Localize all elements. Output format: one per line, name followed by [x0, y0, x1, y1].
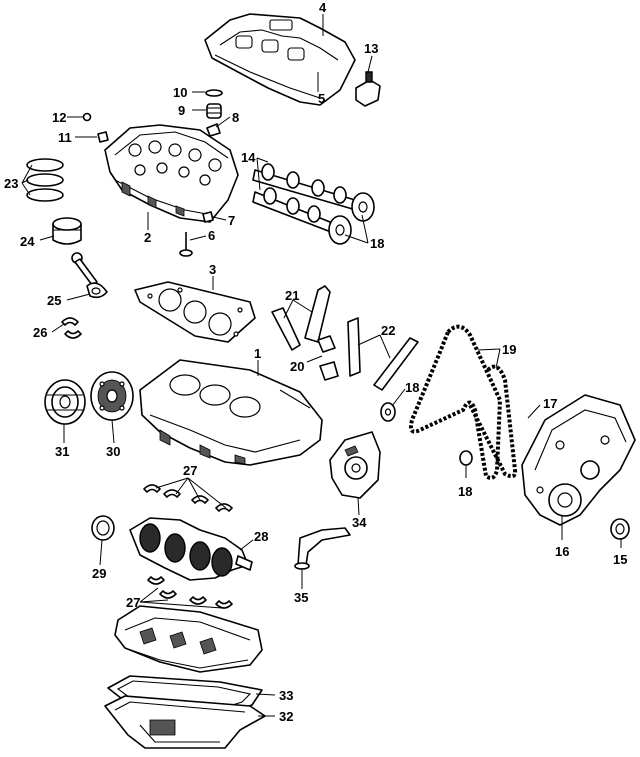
callout-33: 33: [279, 688, 293, 703]
rod-bearings: [61, 317, 82, 339]
callout-5: 5: [318, 91, 325, 106]
callout-9: 9: [178, 103, 185, 118]
engine-block: [139, 359, 323, 466]
piston: [52, 217, 82, 245]
valve: [179, 232, 193, 257]
callout-23: 23: [4, 176, 18, 191]
callout-2: 2: [144, 230, 151, 245]
callout-25: 25: [47, 293, 61, 308]
main-bearings-upper: [143, 484, 233, 512]
valve-small-parts: [205, 89, 223, 137]
valve-cover: [204, 13, 356, 106]
camshafts: [252, 163, 375, 245]
timing-cover: [521, 394, 636, 526]
callout-31: 31: [55, 444, 69, 459]
piston-rings: [26, 158, 64, 202]
connecting-rod: [71, 252, 108, 299]
callout-15: 15: [613, 552, 627, 567]
rear-seal: [91, 515, 115, 541]
front-seal: [610, 518, 630, 540]
callout-4: 4: [319, 0, 327, 15]
callout-17: 17: [543, 396, 557, 411]
cylinder-head: [104, 124, 239, 223]
main-bearings-lower: [147, 576, 233, 609]
oil-pickup: [294, 527, 351, 570]
callout-26: 26: [33, 325, 47, 340]
callout-10: 10: [173, 85, 187, 100]
callout-35: 35: [294, 590, 308, 605]
callout-18-mid: 18: [405, 380, 419, 395]
timing-chains: [409, 324, 518, 480]
callout-12: 12: [52, 110, 66, 125]
callout-7: 7: [228, 213, 235, 228]
cam-sensor: [355, 71, 381, 107]
callout-18-top: 18: [370, 236, 384, 251]
callout-1: 1: [254, 346, 261, 361]
callout-8: 8: [232, 110, 239, 125]
bedplate: [114, 605, 263, 673]
callout-27-upper: 27: [183, 463, 197, 478]
callout-24: 24: [20, 234, 35, 249]
callout-16: 16: [555, 544, 569, 559]
callout-29: 29: [92, 566, 106, 581]
timing-guides-21: [271, 285, 331, 351]
callout-20: 20: [290, 359, 304, 374]
fasteners-11-12: [82, 112, 109, 143]
bolt-7: [202, 211, 214, 223]
callout-18-bottom: 18: [458, 484, 472, 499]
crankshaft: [129, 517, 253, 581]
callout-32: 32: [279, 709, 293, 724]
callout-14: 14: [241, 150, 256, 165]
sprocket-mid: [380, 402, 396, 422]
leader-lines: [21, 14, 622, 717]
oil-pan: [104, 695, 266, 749]
callout-30: 30: [106, 444, 120, 459]
oil-pump: [329, 431, 381, 499]
timing-guides-22: [347, 317, 419, 391]
callout-labels: 1 2 3 4 5 6 7 8 9 10 11 12 13 14 15 16 1…: [4, 0, 627, 724]
callout-11: 11: [58, 130, 72, 145]
callout-6: 6: [208, 228, 215, 243]
head-gasket: [134, 281, 256, 343]
callout-3: 3: [209, 262, 216, 277]
tensioner: [317, 335, 339, 381]
callout-28: 28: [254, 529, 268, 544]
flexplate: [90, 371, 134, 421]
callout-13: 13: [364, 41, 378, 56]
callout-19: 19: [502, 342, 516, 357]
sprocket-small: [459, 450, 473, 466]
callout-27-lower: 27: [126, 595, 140, 610]
callout-21: 21: [285, 288, 299, 303]
callout-34: 34: [352, 515, 367, 530]
crank-pulley: [44, 379, 86, 425]
callout-22: 22: [381, 323, 395, 338]
